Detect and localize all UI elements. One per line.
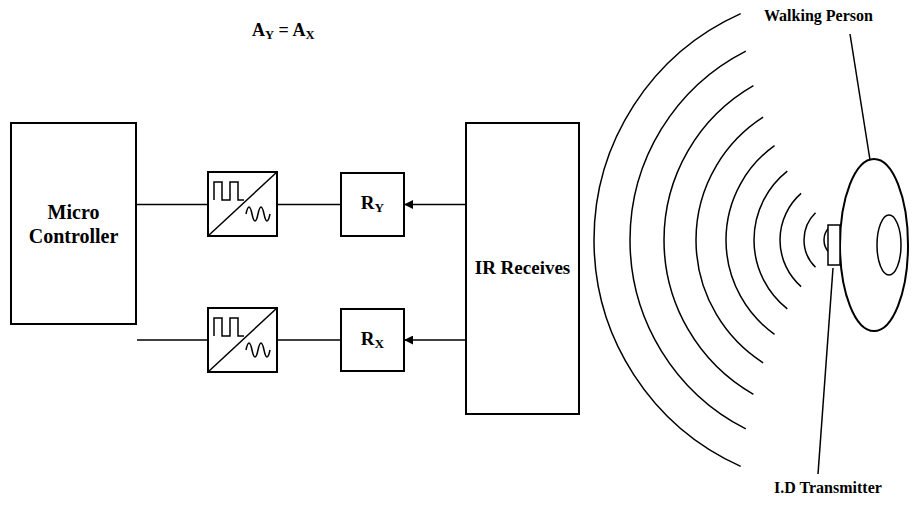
signal-arrow [405, 204, 465, 206]
converter-symbol [208, 172, 277, 236]
sine-wave [246, 207, 270, 221]
converter-diagonal [208, 172, 277, 236]
square-wave [214, 318, 244, 336]
converter-box [208, 172, 277, 236]
person-head [877, 215, 901, 275]
leader-line [850, 34, 870, 160]
converter-diagonal [208, 308, 277, 372]
part-label: I.D Transmitter [772, 478, 884, 497]
part-label: Walking Person [762, 6, 875, 25]
ir-waves [594, 14, 829, 467]
receiver-channel-box: RY [340, 172, 405, 237]
ir-receiver-box: IR Receives [465, 122, 580, 415]
gain-equation: AY = AX [250, 20, 316, 43]
ir-wave-arc [696, 117, 763, 363]
node-text: Micro Controller [12, 200, 135, 248]
converter-symbol [208, 308, 277, 372]
ir-wave-arc [664, 86, 753, 395]
receiver-channel-box: RX [340, 308, 405, 372]
ir-wave-arc [630, 51, 746, 429]
sine-wave [246, 343, 270, 357]
node-text: RX [361, 328, 384, 352]
ir-wave-arc [804, 213, 816, 268]
ir-wave-arc [594, 14, 741, 467]
converter-box [208, 308, 277, 372]
node-text: IR Receives [475, 257, 571, 280]
ir-wave-arc [780, 193, 801, 286]
controller-box: Micro Controller [10, 122, 137, 325]
leader-line [818, 268, 833, 474]
ir-wave-arc [754, 171, 787, 309]
signal-arrow [405, 339, 465, 341]
square-wave [214, 182, 244, 200]
ir-wave-arc [726, 146, 775, 335]
node-text: RY [361, 192, 384, 216]
id-transmitter [828, 225, 840, 265]
person-body [840, 159, 908, 331]
